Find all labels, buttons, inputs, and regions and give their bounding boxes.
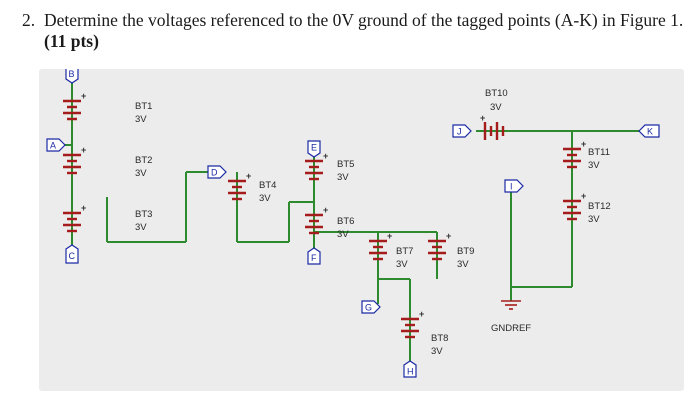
question: 2. Determine the voltages referenced to t… (22, 10, 692, 52)
tag-c: C (65, 244, 79, 264)
wires (64, 74, 639, 364)
bt1-label: BT1 (135, 101, 152, 112)
bt5-label: BT5 (337, 159, 354, 170)
battery-bt9: + BT9 3V (428, 231, 474, 270)
tag-b: B (65, 69, 79, 84)
battery-bt11: + BT11 3V (563, 139, 610, 171)
battery-bt3: + BT3 3V (63, 203, 152, 233)
tag-g: G (361, 300, 381, 314)
bt4-label: BT4 (259, 180, 276, 191)
battery-bt12: + BT12 3V (563, 191, 611, 225)
bt5-value: 3V (337, 172, 349, 183)
battery-bt4: + BT4 3V (228, 171, 276, 204)
question-points: (11 pts) (44, 31, 99, 51)
svg-text:J: J (457, 127, 462, 137)
tag-j: J (452, 124, 472, 138)
svg-text:+: + (446, 231, 451, 241)
battery-bt2: + BT2 3V (63, 145, 152, 179)
bt6-value: 3V (337, 229, 349, 240)
bt12-value: 3V (588, 214, 600, 225)
bt4-value: 3V (259, 193, 271, 204)
bt10-value: 3V (490, 102, 502, 113)
svg-text:D: D (211, 168, 218, 178)
svg-text:+: + (581, 139, 586, 149)
battery-bt10: + BT10 3V (480, 88, 508, 140)
svg-text:E: E (311, 143, 317, 153)
tag-h: H (403, 360, 417, 378)
bt10-label: BT10 (485, 88, 508, 99)
question-number: 2. (22, 10, 36, 30)
svg-text:+: + (419, 309, 424, 319)
tag-d: D (207, 165, 227, 179)
svg-text:G: G (365, 303, 372, 313)
svg-text:+: + (81, 145, 86, 155)
battery-bt8: + BT8 3V (401, 309, 448, 357)
bt7-value: 3V (396, 259, 408, 270)
bt8-label: BT8 (431, 333, 448, 344)
bt2-value: 3V (135, 168, 147, 179)
bt9-label: BT9 (457, 246, 474, 257)
svg-text:+: + (323, 151, 328, 161)
battery-bt5: + BT5 3V (305, 151, 354, 183)
tag-k: K (638, 124, 660, 138)
tag-i: I (504, 179, 524, 193)
bt11-value: 3V (588, 160, 600, 171)
ground-label: GNDREF (491, 323, 531, 334)
bt11-label: BT11 (588, 147, 610, 158)
battery-bt6: + BT6 3V (305, 205, 354, 240)
battery-bt7: + BT7 3V (369, 231, 413, 270)
svg-text:+: + (81, 91, 86, 101)
battery-bt1: + BT1 3V (63, 91, 152, 125)
question-text: Determine the voltages referenced to the… (44, 10, 684, 30)
bt9-value: 3V (457, 259, 469, 270)
bt6-label: BT6 (337, 216, 354, 227)
tag-e: E (307, 140, 321, 158)
svg-text:+: + (480, 113, 485, 123)
circuit-figure: + BT1 3V + BT2 3V + BT3 3V + BT4 3V + BT… (39, 69, 684, 391)
svg-text:+: + (387, 231, 392, 241)
svg-text:H: H (407, 367, 414, 377)
bt1-value: 3V (135, 114, 147, 125)
svg-text:B: B (69, 69, 75, 79)
question-line: 2. Determine the voltages referenced to t… (22, 10, 692, 31)
svg-text:+: + (246, 171, 251, 181)
svg-text:C: C (69, 251, 76, 261)
bt12-label: BT12 (588, 201, 611, 212)
bt2-label: BT2 (135, 155, 152, 166)
svg-text:I: I (510, 182, 513, 192)
svg-text:+: + (581, 191, 586, 201)
svg-text:F: F (311, 253, 317, 263)
bt3-label: BT3 (135, 209, 152, 220)
svg-text:+: + (323, 205, 328, 215)
circuit-diagram: + BT1 3V + BT2 3V + BT3 3V + BT4 3V + BT… (46, 69, 660, 378)
ground-symbol: GNDREF (491, 287, 531, 334)
svg-text:+: + (81, 203, 86, 213)
svg-text:K: K (647, 127, 653, 137)
tag-a: A (46, 138, 66, 152)
bt7-label: BT7 (396, 246, 413, 257)
bt3-value: 3V (135, 222, 147, 233)
bt8-value: 3V (431, 346, 443, 357)
tag-f: F (307, 247, 321, 265)
svg-text:A: A (50, 141, 56, 151)
